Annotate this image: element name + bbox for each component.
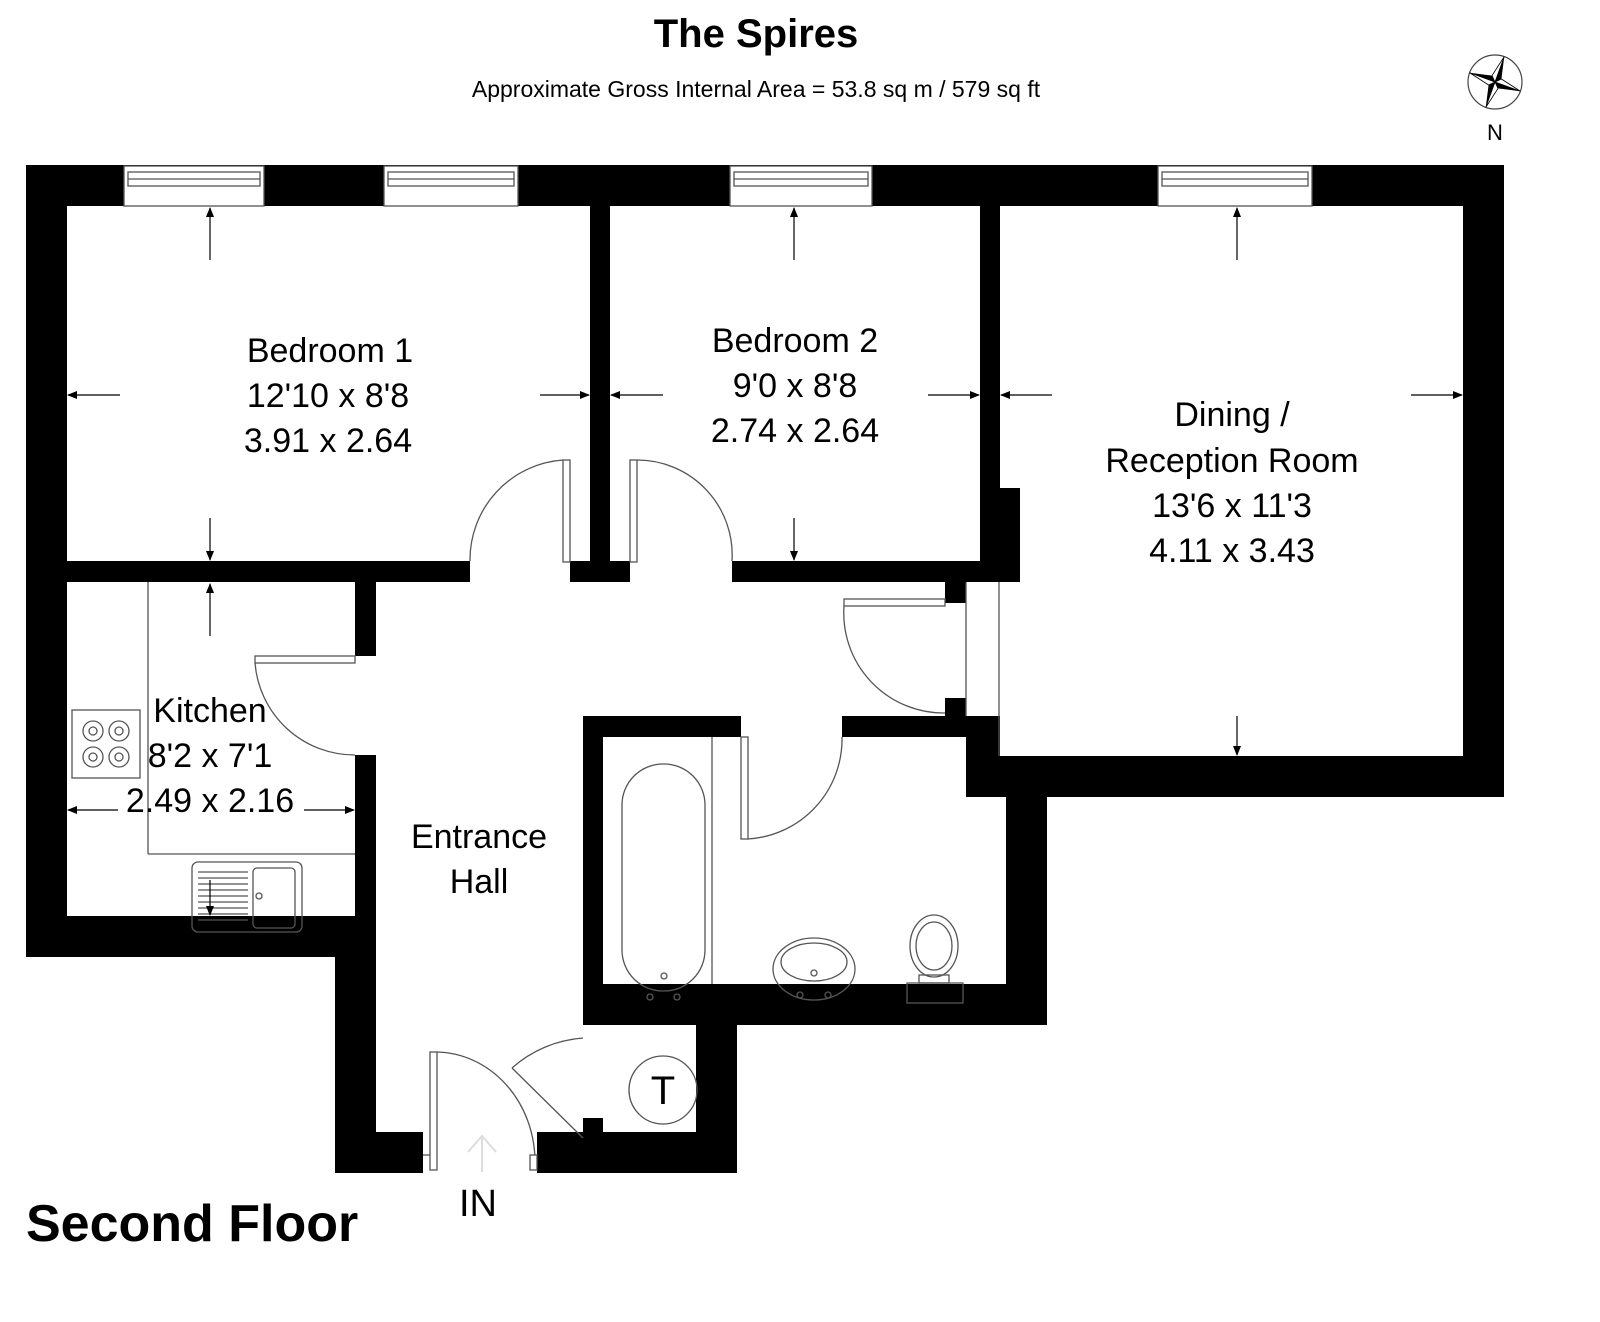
- door-bathroom: [740, 736, 843, 840]
- tank-icon: [628, 1055, 698, 1125]
- doors: [254, 459, 1000, 1171]
- bedroom2-metric: 2.74 x 2.64: [711, 412, 879, 450]
- door-entrance: [423, 1051, 538, 1171]
- bedroom1-name: Bedroom 1: [247, 332, 413, 370]
- window-bedroom1-right: [383, 165, 519, 207]
- kitchen-imperial: 8'2 x 7'1: [148, 737, 273, 775]
- door-kitchen: [254, 655, 356, 756]
- gross-area-text: Approximate Gross Internal Area = 53.8 s…: [471, 76, 1041, 102]
- entrance-arrow-icon: [467, 1134, 497, 1172]
- entrance-label: IN: [459, 1183, 497, 1225]
- dimension-arrows: [67, 207, 1463, 916]
- dining-name-line1: Dining /: [1174, 396, 1290, 434]
- door-cupboard: [511, 1037, 584, 1139]
- room-labels: Bedroom 1 12'10 x 8'8 3.91 x 2.64 Bedroo…: [126, 322, 1359, 1225]
- dining-imperial: 13'6 x 11'3: [1152, 487, 1312, 525]
- plan-title: The Spires: [653, 12, 859, 56]
- cupboard-symbol: T: [651, 1069, 675, 1113]
- bedroom2-imperial: 9'0 x 8'8: [733, 367, 858, 405]
- window-bedroom2: [729, 165, 873, 207]
- toilet-icon: [906, 914, 964, 1004]
- door-bedroom2: [629, 459, 733, 563]
- dining-metric: 4.11 x 3.43: [1149, 532, 1315, 570]
- hob-icon: [71, 709, 141, 779]
- compass-north-label: N: [1487, 120, 1503, 145]
- fixtures: T: [71, 582, 964, 1125]
- kitchen-name: Kitchen: [153, 692, 266, 730]
- hall-name-line2: Hall: [450, 863, 509, 901]
- door-bedroom1: [469, 459, 571, 563]
- windows: [123, 165, 1313, 207]
- walls: [26, 165, 1504, 1173]
- dining-name-line2: Reception Room: [1105, 442, 1358, 480]
- compass-icon: [1467, 54, 1523, 110]
- floor-label: Second Floor: [26, 1195, 359, 1253]
- bedroom1-metric: 3.91 x 2.64: [244, 422, 412, 460]
- basin-icon: [772, 937, 856, 1001]
- window-dining: [1157, 165, 1313, 207]
- bedroom2-name: Bedroom 2: [712, 322, 878, 360]
- bedroom1-imperial: 12'10 x 8'8: [247, 377, 409, 415]
- door-dining: [843, 582, 1000, 756]
- hall-name-line1: Entrance: [411, 818, 547, 856]
- window-bedroom1-left: [123, 165, 265, 207]
- bathtub-icon: [621, 737, 713, 1001]
- kitchen-metric: 2.49 x 2.16: [126, 782, 294, 820]
